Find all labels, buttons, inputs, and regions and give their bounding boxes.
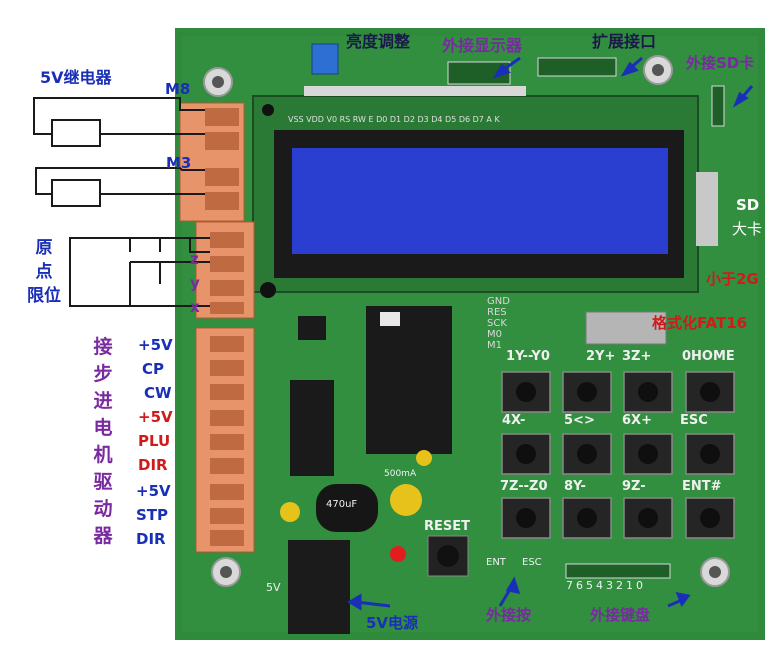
- relay-label: 5V继电器: [40, 68, 112, 87]
- sd-card-label: 大卡: [732, 220, 763, 238]
- wiring-schematic: [33, 97, 210, 307]
- ent-silk-label: ENT: [486, 557, 506, 568]
- format-fat16-label: 格式化FAT16: [652, 314, 748, 332]
- ext-keyboard-label: 外接键盘: [590, 606, 651, 624]
- cap-silk-label: 470uF: [326, 499, 358, 510]
- key-label-3: 3Z+: [622, 349, 652, 364]
- ext-button-label: 外接按: [486, 606, 532, 624]
- sd-slot: [696, 172, 718, 246]
- display-header: [447, 61, 511, 85]
- potentiometer: [311, 43, 339, 75]
- keyboard-pin-labels: 76543210: [566, 579, 646, 592]
- key-label-8: 8Y-: [564, 479, 586, 494]
- power-silk-label: 5V: [266, 581, 281, 594]
- cp-label: CP: [142, 360, 165, 378]
- key-label-9: 9Z-: [622, 479, 646, 494]
- mode-labels: GND RES SCK M0 M1: [487, 296, 510, 351]
- power-5v-label: 5V电源: [366, 614, 419, 632]
- axis-z-label: z: [190, 250, 199, 268]
- esc-silk-label: ESC: [522, 557, 542, 568]
- key-label-0: 0HOME: [682, 349, 735, 364]
- key-label-ent: ENT#: [682, 479, 722, 494]
- m3-label: M3: [166, 154, 192, 172]
- key-label-1: 1Y--Y0: [506, 349, 550, 364]
- plus5v-label-2: +5V: [138, 408, 173, 426]
- power-jack: [288, 540, 350, 634]
- key-label-5: 5<>: [564, 413, 595, 428]
- lcd-screen: [292, 148, 668, 254]
- m8-label: M8: [165, 80, 191, 98]
- key-label-7: 7Z--Z0: [500, 479, 548, 494]
- dir-label-2: DIR: [136, 530, 166, 548]
- origin-limit-label: 原 点 限位: [27, 238, 61, 306]
- lcd-pin-labels: VSS VDD V0 RS RW E D0 D1 D2 D3 D4 D5 D6 …: [288, 115, 500, 124]
- driver-chip: [290, 380, 334, 476]
- stp-label: STP: [136, 506, 169, 524]
- ext-port-label: 扩展接口: [592, 32, 657, 51]
- ext-sd-label: 外接SD卡: [686, 54, 755, 72]
- fuse-silk-label: 500mA: [384, 469, 417, 479]
- mcu-chip: [366, 306, 452, 454]
- key-label-6: 6X+: [622, 413, 652, 428]
- plu-label: PLU: [138, 432, 171, 450]
- annotation-arrows: [347, 56, 754, 611]
- key-label-4: 4X-: [502, 413, 526, 428]
- stepper-driver-label: 接 步 进 电 机 驱 动 器: [93, 336, 113, 547]
- dir-label-1: DIR: [138, 456, 168, 474]
- axis-x-label: x: [190, 298, 200, 316]
- key-label-esc: ESC: [680, 413, 708, 428]
- small-2g-label: 小于2G: [706, 270, 759, 288]
- reset-label: RESET: [424, 519, 471, 534]
- sd-big-label: SD: [736, 196, 760, 214]
- plus5v-label-1: +5V: [138, 336, 173, 354]
- electrolytic-cap: [316, 484, 378, 532]
- key-label-2: 2Y+: [586, 349, 616, 364]
- expansion-header: [537, 57, 617, 77]
- power-led: [390, 546, 406, 562]
- axis-y-label: y: [190, 274, 200, 292]
- cw-label: CW: [144, 384, 172, 402]
- ext-display-label: 外接显示器: [442, 36, 523, 55]
- keypad-switches: [501, 371, 735, 539]
- brightness-label: 亮度调整: [346, 32, 411, 51]
- plus5v-label-3: +5V: [136, 482, 171, 500]
